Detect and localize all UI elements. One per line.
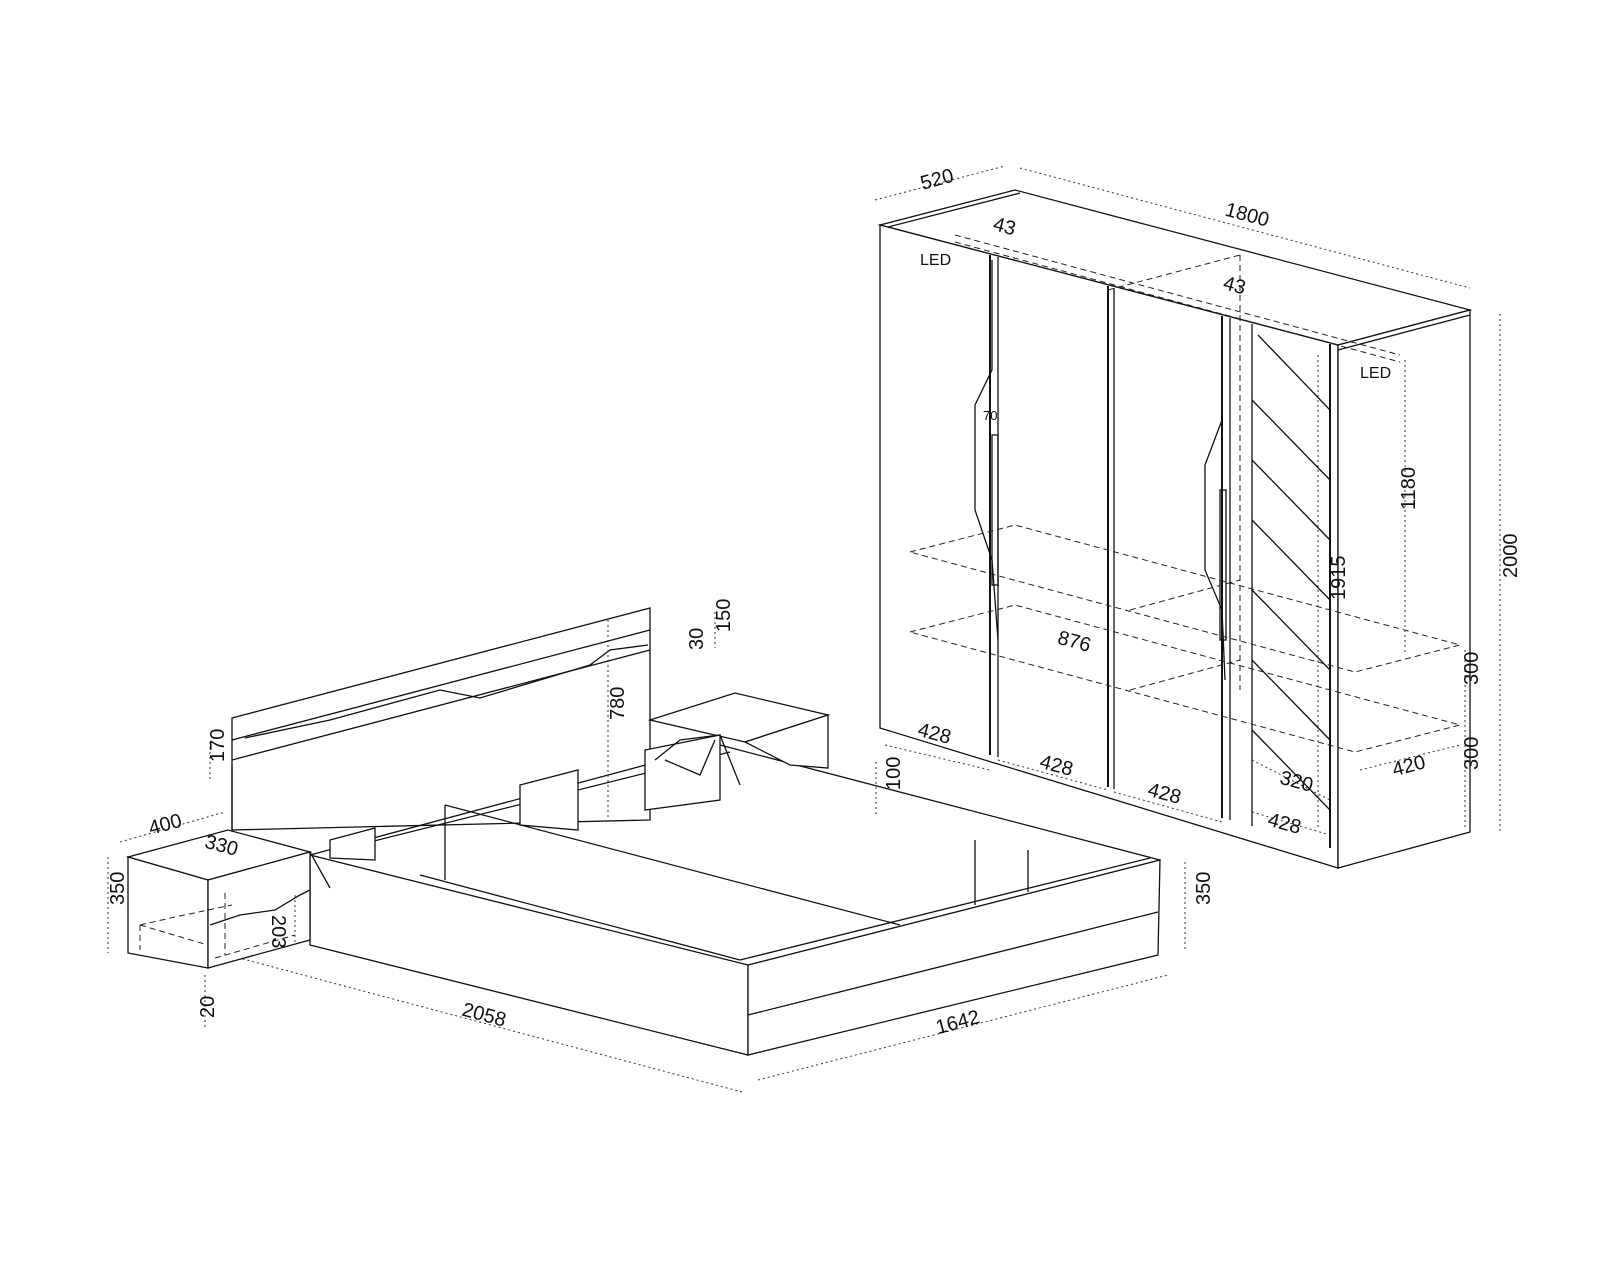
handle-offset-label: 70 [983, 408, 997, 423]
wardrobe [874, 165, 1501, 869]
nightstand-left [107, 811, 313, 1030]
shelf-spacing-lower-label: 300 [1461, 737, 1483, 770]
wardrobe-width-label: 1800 [1223, 199, 1272, 232]
dimension-labels: 520 1800 43 43 LED LED 70 2000 1180 1915… [107, 165, 1522, 1039]
headboard-height-label: 780 [607, 687, 629, 720]
drawer-height-label: 203 [267, 915, 289, 948]
wardrobe-depth-label: 520 [918, 165, 956, 195]
nightstand-height-label: 350 [107, 872, 129, 905]
bed-frame-height-label: 350 [1193, 872, 1215, 905]
frame-inner-depth-label: 100 [883, 757, 905, 790]
nightstand-width-label: 400 [146, 810, 184, 840]
bed [209, 607, 1186, 1093]
bed-width-label: 1642 [934, 1006, 983, 1039]
led-right-label: LED [1360, 365, 1391, 382]
wardrobe-doors [974, 255, 1331, 848]
shelf-spacing-upper-label: 300 [1461, 652, 1483, 685]
headboard-top-label: 150 [713, 599, 735, 632]
inner-height-label: 1915 [1328, 556, 1350, 601]
nightstand-side [207, 851, 311, 969]
bed-length-label: 2058 [460, 999, 509, 1032]
wardrobe-side [1337, 309, 1471, 869]
wardrobe-height-label: 2000 [1500, 534, 1522, 579]
leg-clearance-label: 20 [197, 996, 219, 1018]
nightstand-right-side [743, 714, 829, 769]
bed-foot-rail [747, 859, 1161, 1056]
headboard [231, 607, 651, 831]
upper-section-label: 1180 [1398, 467, 1420, 510]
led-left-label: LED [920, 252, 951, 269]
headboard-lower-panel-label: 170 [207, 729, 229, 762]
wardrobe-shelves [908, 234, 1462, 753]
headboard-groove-label: 30 [686, 628, 708, 650]
bed-side-rail [309, 854, 749, 1056]
